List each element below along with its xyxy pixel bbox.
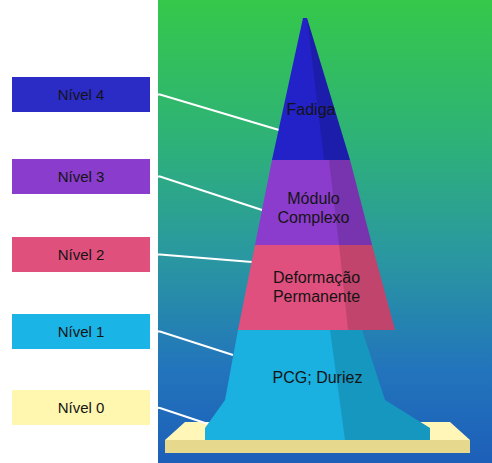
band-face xyxy=(238,245,395,330)
band-text-holder: Deformação Permanente xyxy=(252,268,382,306)
band-label: PCG; Duriez xyxy=(243,368,393,387)
level-box: Nível 3 xyxy=(12,159,150,194)
band-face xyxy=(205,330,430,440)
level-label: Nível 3 xyxy=(58,168,105,186)
band-text-holder: PCG; Duriez xyxy=(243,368,393,387)
pyramid-band: PCG; Duriez xyxy=(205,330,430,440)
band-text-holder: Fadiga xyxy=(276,100,346,119)
level-label: Nível 0 xyxy=(58,399,105,417)
leader-line xyxy=(150,177,262,211)
level-box: Nível 0 xyxy=(12,390,150,425)
level-label: Nível 1 xyxy=(58,323,105,341)
base-slab-front xyxy=(165,440,470,453)
leader-line xyxy=(150,332,233,356)
pyramid-band: Deformação Permanente xyxy=(238,245,395,330)
level-box: Nível 2 xyxy=(12,237,150,272)
band-label: Fadiga xyxy=(276,100,346,119)
level-label: Nível 4 xyxy=(58,86,105,104)
band-label: Módulo Complexo xyxy=(264,189,364,227)
band-face xyxy=(255,160,372,245)
level-box: Nível 4 xyxy=(12,77,150,112)
band-face xyxy=(272,18,350,160)
pyramid-band: Módulo Complexo xyxy=(255,160,372,245)
band-text-holder: Módulo Complexo xyxy=(264,189,364,227)
band-side xyxy=(339,245,395,330)
pyramid-band: Fadiga xyxy=(272,18,350,160)
band-shape xyxy=(238,245,395,330)
band-side xyxy=(307,18,350,160)
band-label: Deformação Permanente xyxy=(252,268,382,306)
level-box: Nível 1 xyxy=(12,314,150,349)
leader-line xyxy=(150,95,279,131)
band-shape xyxy=(272,18,350,160)
level-label: Nível 2 xyxy=(58,246,105,264)
leader-line xyxy=(150,255,252,263)
